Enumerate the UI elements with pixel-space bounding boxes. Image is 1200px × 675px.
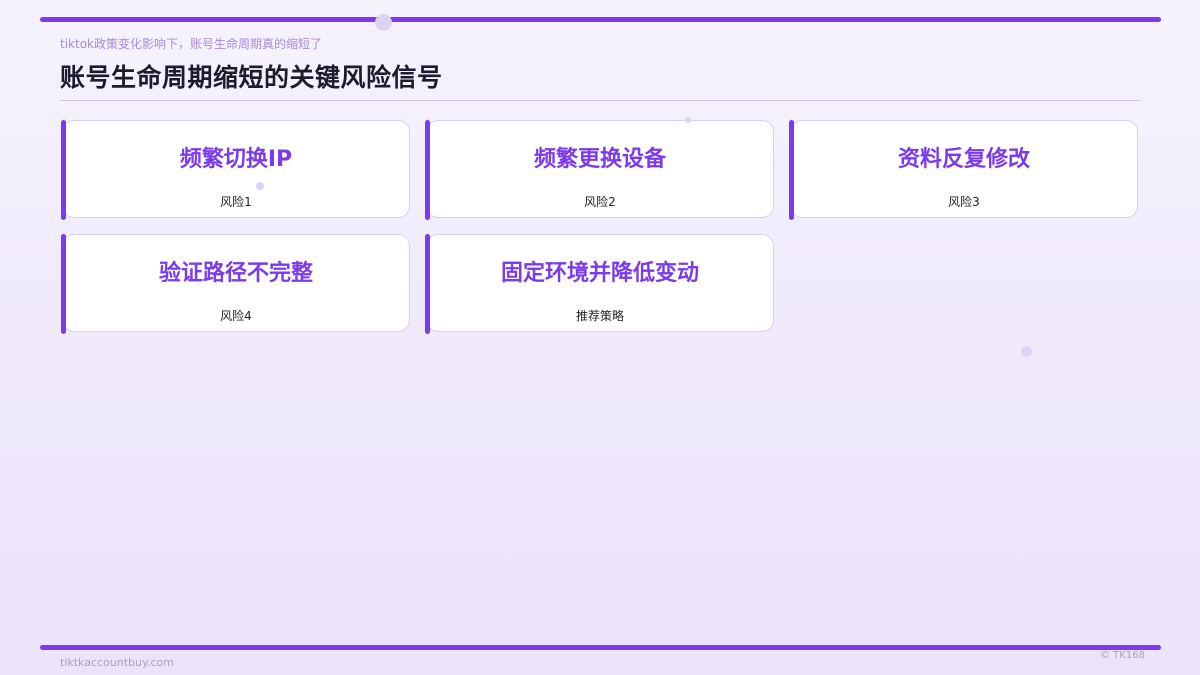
- decorative-dot: [256, 182, 264, 190]
- card-label: 推荐策略: [575, 309, 624, 323]
- top-accent-bar: [40, 17, 1161, 22]
- card-accent-bar: [61, 234, 66, 334]
- card-risk-4: 验证路径不完整 风险4: [61, 234, 410, 334]
- card-title: 频繁更换设备: [533, 147, 666, 172]
- page-title: 账号生命周期缩短的关键风险信号: [60, 63, 443, 92]
- decorative-dot: [375, 14, 392, 31]
- card-label: 风险1: [220, 195, 252, 209]
- card-accent-bar: [789, 120, 794, 220]
- card-risk-1: 频繁切换IP 风险1: [61, 120, 410, 220]
- title-divider: [60, 100, 1141, 101]
- footer-site: tiktkaccountbuy.com: [60, 656, 174, 669]
- footer-copyright: © TK168: [1100, 650, 1145, 661]
- bottom-accent-bar: [40, 645, 1161, 650]
- card-accent-bar: [425, 234, 430, 334]
- card-label: 风险4: [220, 309, 252, 323]
- card-title: 验证路径不完整: [158, 261, 313, 286]
- card-accent-bar: [425, 120, 430, 220]
- page-subtitle: tiktok政策变化影响下，账号生命周期真的缩短了: [60, 37, 322, 51]
- card-accent-bar: [61, 120, 66, 220]
- decorative-dot: [1021, 346, 1032, 357]
- card-risk-3: 资料反复修改 风险3: [789, 120, 1138, 220]
- card-label: 风险2: [584, 195, 616, 209]
- card-title: 固定环境并降低变动: [500, 261, 699, 286]
- card-title: 资料反复修改: [897, 147, 1030, 172]
- card-label: 风险3: [948, 195, 980, 209]
- card-risk-2: 频繁更换设备 风险2: [425, 120, 774, 220]
- card-recommended-strategy: 固定环境并降低变动 推荐策略: [425, 234, 774, 334]
- decorative-dot: [685, 117, 691, 123]
- card-title: 频繁切换IP: [179, 147, 293, 172]
